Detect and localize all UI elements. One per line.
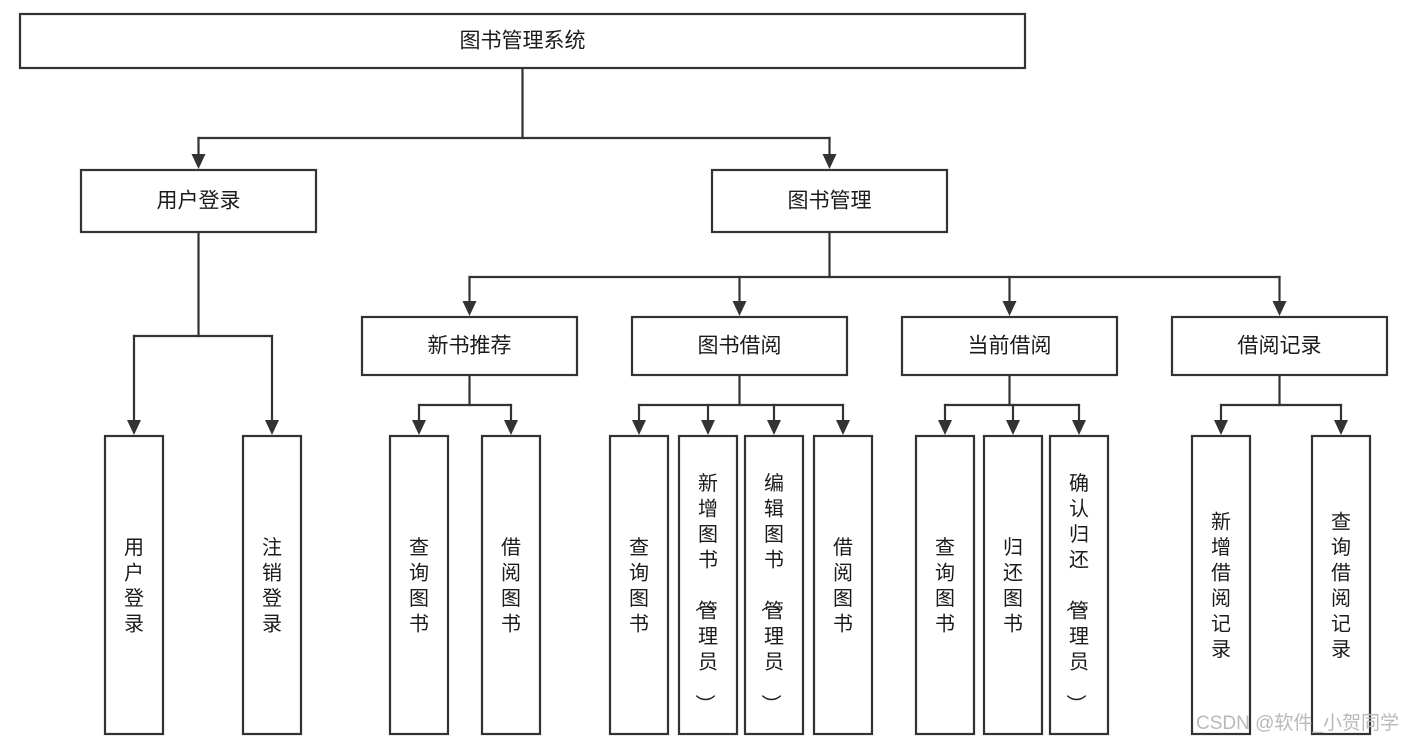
node-box[interactable] xyxy=(1170,315,1389,377)
node-box[interactable] xyxy=(79,168,318,234)
node-box[interactable] xyxy=(630,315,849,377)
node-box[interactable] xyxy=(900,315,1119,377)
edge-group xyxy=(632,373,850,435)
arrow-head-icon xyxy=(938,420,952,435)
arrow-head-icon xyxy=(1002,301,1017,316)
node-label: 借阅图书 xyxy=(833,536,853,636)
watermark-label: CSDN @软件_小贺同学 xyxy=(1196,712,1399,734)
node-leaf-cur-query-book[interactable]: 查询图书 xyxy=(914,434,976,736)
arrow-head-icon xyxy=(1334,420,1348,435)
node-label: 新增借阅记录 xyxy=(1211,510,1231,661)
node-box[interactable] xyxy=(677,434,739,736)
node-label: 图书管理系统 xyxy=(460,30,586,53)
node-borrow-record[interactable]: 借阅记录 xyxy=(1170,315,1389,377)
edge-group xyxy=(412,373,518,435)
edges-layer xyxy=(127,66,1348,435)
node-leaf-borrow-edit-book[interactable]: 编辑图书（管理员） xyxy=(743,434,805,736)
node-box[interactable] xyxy=(982,434,1044,736)
node-user-login[interactable]: 用户登录 xyxy=(79,168,318,234)
nodes-layer: 图书管理系统用户登录图书管理新书推荐图书借阅当前借阅借阅记录用户登录注销登录查询… xyxy=(18,12,1389,736)
arrow-head-icon xyxy=(462,301,477,316)
node-label: 新增图书（管理员） xyxy=(693,472,718,714)
arrow-head-icon xyxy=(732,301,747,316)
node-label: 确认归还（管理员） xyxy=(1064,472,1089,714)
node-label: 查询图书 xyxy=(629,536,649,636)
arrow-head-icon xyxy=(127,420,141,435)
node-box[interactable] xyxy=(360,315,579,377)
node-leaf-user-logout[interactable]: 注销登录 xyxy=(241,434,303,736)
edge-group xyxy=(127,230,279,435)
node-leaf-rec-add-record[interactable]: 新增借阅记录 xyxy=(1190,434,1252,736)
node-label: 查询图书 xyxy=(409,536,429,636)
edge-group xyxy=(938,373,1086,435)
node-label: 当前借阅 xyxy=(968,335,1052,358)
edge-group xyxy=(1214,373,1348,435)
arrow-head-icon xyxy=(265,420,279,435)
node-leaf-rec-borrow-book[interactable]: 借阅图书 xyxy=(480,434,542,736)
arrow-head-icon xyxy=(836,420,850,435)
node-box[interactable] xyxy=(388,434,450,736)
node-label: 用户登录 xyxy=(157,190,241,213)
node-leaf-cur-return-book[interactable]: 归还图书 xyxy=(982,434,1044,736)
node-label: 图书借阅 xyxy=(698,335,782,358)
arrow-head-icon xyxy=(412,420,426,435)
node-leaf-borrow-add-book[interactable]: 新增图书（管理员） xyxy=(677,434,739,736)
node-label: 注销登录 xyxy=(262,536,282,636)
node-leaf-borrow-query-book[interactable]: 查询图书 xyxy=(608,434,670,736)
node-label: 新书推荐 xyxy=(428,335,512,358)
node-new-book-rec[interactable]: 新书推荐 xyxy=(360,315,579,377)
node-box[interactable] xyxy=(480,434,542,736)
arrow-head-icon xyxy=(822,154,837,169)
arrow-head-icon xyxy=(1072,420,1086,435)
arrow-head-icon xyxy=(1006,420,1020,435)
node-box[interactable] xyxy=(812,434,874,736)
node-root[interactable]: 图书管理系统 xyxy=(18,12,1027,70)
node-box[interactable] xyxy=(608,434,670,736)
node-label: 借阅图书 xyxy=(501,536,521,636)
node-box[interactable] xyxy=(1310,434,1372,736)
edge-group xyxy=(191,66,837,169)
node-book-borrow[interactable]: 图书借阅 xyxy=(630,315,849,377)
node-box[interactable] xyxy=(710,168,949,234)
node-leaf-rec-query-book[interactable]: 查询图书 xyxy=(388,434,450,736)
node-box[interactable] xyxy=(241,434,303,736)
node-box[interactable] xyxy=(743,434,805,736)
arrow-head-icon xyxy=(1214,420,1228,435)
arrow-head-icon xyxy=(1272,301,1287,316)
node-current-borrow[interactable]: 当前借阅 xyxy=(900,315,1119,377)
node-label: 归还图书 xyxy=(1003,536,1023,636)
node-box[interactable] xyxy=(914,434,976,736)
node-leaf-cur-confirm-return[interactable]: 确认归还（管理员） xyxy=(1048,434,1110,736)
node-label: 编辑图书（管理员） xyxy=(759,472,784,714)
node-leaf-user-login[interactable]: 用户登录 xyxy=(103,434,165,736)
arrow-head-icon xyxy=(504,420,518,435)
node-label: 查询借阅记录 xyxy=(1331,510,1351,661)
node-label: 图书管理 xyxy=(788,190,872,213)
node-label: 用户登录 xyxy=(124,537,144,636)
node-box[interactable] xyxy=(103,434,165,736)
node-leaf-borrow-borrow-book[interactable]: 借阅图书 xyxy=(812,434,874,736)
arrow-head-icon xyxy=(632,420,646,435)
arrow-head-icon xyxy=(701,420,715,435)
node-book-manage[interactable]: 图书管理 xyxy=(710,168,949,234)
node-label: 查询图书 xyxy=(935,536,955,636)
node-box[interactable] xyxy=(1190,434,1252,736)
node-leaf-rec-query-record[interactable]: 查询借阅记录 xyxy=(1310,434,1372,736)
node-label: 借阅记录 xyxy=(1238,335,1322,358)
edge-group xyxy=(462,230,1287,316)
arrow-head-icon xyxy=(191,154,206,169)
arrow-head-icon xyxy=(767,420,781,435)
node-box[interactable] xyxy=(1048,434,1110,736)
node-box[interactable] xyxy=(18,12,1027,70)
